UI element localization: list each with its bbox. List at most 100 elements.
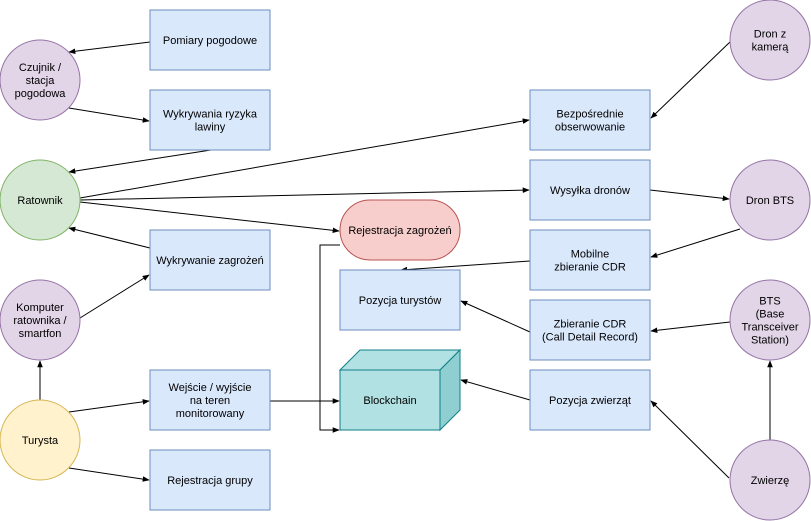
process-wykrywanie-zagrozen[interactable]: Wykrywanie zagrożeń: [149, 229, 271, 291]
blockchain-front-face: [339, 369, 441, 431]
process-pozycja-turystow-label-line: Pozycja turystów: [359, 295, 442, 307]
process-wejscie-label-line: Wejście / wyjście: [169, 382, 252, 394]
edge-zwierze-to-pozycja-zwierzat: [650, 400, 730, 479]
actor-dron-bts-label-line: Dron BTS: [746, 195, 794, 207]
actor-dron-kamera-label-line: Dron z: [754, 29, 786, 41]
edge-dronkamera-to-bezposrednie: [650, 40, 732, 119]
actor-bts-label-line: BTS: [759, 296, 780, 308]
actor-dron-bts[interactable]: Dron BTS: [729, 159, 811, 241]
edge-komputer-to-wykrywanie: [79, 274, 150, 319]
process-wysylka[interactable]: Wysyłka dronów: [529, 159, 651, 221]
actor-circle: [0, 279, 81, 361]
edge-pomiary-to-czujnik: [68, 41, 151, 55]
edge-czujnik-to-wykrywania: [68, 107, 150, 123]
actor-czujnik-label-line: pogodowa: [15, 88, 67, 100]
actor-bts-label-line: (Base: [756, 309, 785, 321]
actor-ratownik-label-line: Ratownik: [17, 195, 63, 207]
edges-layer: [37, 40, 773, 482]
process-box: [529, 89, 651, 151]
actor-turysta-label-line: Turysta: [22, 435, 59, 447]
process-wykrywanie-zagrozen-label-line: Wykrywanie zagrożeń: [156, 255, 264, 267]
blockchain-top-face: [338, 349, 462, 371]
blockchain-label-line: Blockchain: [363, 395, 416, 407]
process-zbieranie-cdr-label-line: (Call Detail Record): [542, 332, 638, 344]
edge-wykrywania-to-ratownik: [68, 149, 212, 174]
process-box: [149, 9, 271, 71]
edge-dronbts-to-mobilne: [650, 228, 741, 258]
process-bezposrednie-label-line: Bezpośrednie: [556, 109, 623, 121]
actor-bts-label-line: Station): [751, 335, 789, 347]
actor-zwierze[interactable]: Zwierzę: [729, 439, 811, 521]
process-pozycja-zwierzat[interactable]: Pozycja zwierząt: [529, 369, 651, 431]
actor-circle: [729, 279, 811, 361]
process-wysylka-label-line: Wysyłka dronów: [550, 185, 630, 197]
actor-dron-kamera-label-line: kamerą: [752, 42, 790, 54]
rejestracja-zagrozen[interactable]: Rejestracja zagrożeń: [339, 199, 461, 261]
process-box: [529, 159, 651, 221]
process-rejestracja-grupy[interactable]: Rejestracja grupy: [149, 449, 271, 511]
edge-zbieranie-to-pozycja-turystow: [460, 300, 531, 333]
process-mobilne-cdr-label-line: Mobilne: [571, 249, 610, 261]
actor-komputer-label-line: Komputer: [16, 302, 64, 314]
process-box: [149, 89, 271, 151]
process-box: [529, 229, 651, 291]
process-box: [529, 369, 651, 431]
edge-mobilne-to-pozycja-turystow: [400, 260, 531, 273]
actor-ratownik[interactable]: Ratownik: [0, 159, 81, 241]
actor-circle: [0, 399, 81, 481]
actor-circle: [0, 159, 81, 241]
process-pomiary[interactable]: Pomiary pogodowe: [149, 9, 271, 71]
process-box: [149, 449, 271, 511]
process-wejscie-label-line: monitorowany: [176, 408, 245, 420]
process-pozycja-zwierzat-label-line: Pozycja zwierząt: [549, 395, 631, 407]
process-pozycja-turystow[interactable]: Pozycja turystów: [339, 269, 461, 331]
edge-wysylka-to-dronbts: [649, 189, 730, 202]
process-wykrywania-ryzyka-label-line: Wykrywania ryzyka: [163, 109, 258, 121]
process-rejestracja-grupy-label-line: Rejestracja grupy: [167, 475, 253, 487]
actor-turysta[interactable]: Turysta: [0, 399, 81, 481]
process-pomiary-label-line: Pomiary pogodowe: [163, 35, 257, 47]
actor-komputer-label-line: ratownika /: [13, 315, 67, 327]
actor-circle: [729, 439, 811, 521]
edge-turysta-to-wejscie: [68, 399, 150, 413]
edge-ratownik-to-wysylka: [79, 187, 530, 201]
edge-bts-to-zbieranie: [650, 321, 731, 334]
blockchain-cube[interactable]: Blockchain: [338, 348, 462, 432]
actor-zwierze-label-line: Zwierzę: [751, 475, 790, 487]
process-zbieranie-cdr-label-line: Zbieranie CDR: [554, 319, 627, 331]
process-zbieranie-cdr[interactable]: Zbieranie CDR(Call Detail Record): [529, 299, 651, 361]
process-mobilne-cdr-label-line: zbieranie CDR: [554, 262, 626, 274]
rejestracja-zagrozen-label-line: Rejestracja zagrożeń: [348, 225, 451, 237]
edge-ratownik-to-bezposrednie: [79, 118, 530, 199]
process-box: [339, 269, 461, 331]
actor-czujnik-label-line: stacja: [26, 75, 56, 87]
edge-wykrywanie-to-ratownik: [68, 226, 151, 249]
rejestracja-zagrozen-shape: [339, 199, 461, 261]
actor-circle: [0, 39, 81, 121]
process-box: [529, 299, 651, 361]
actor-bts-label-line: Transceiver: [741, 322, 798, 334]
process-bezposrednie-label-line: obserwowanie: [555, 122, 625, 134]
process-wykrywania-ryzyka-label-line: lawiny: [195, 122, 226, 134]
actor-circle: [729, 0, 811, 81]
edge-rejestracja-to-blockchain: [319, 244, 340, 433]
actor-komputer-label-line: smartfon: [19, 328, 62, 340]
process-wejscie-label-line: na teren: [190, 395, 230, 407]
actor-czujnik-label-line: Czujnik /: [19, 62, 62, 74]
edge-ratownik-to-rejestracja: [79, 201, 340, 234]
process-box: [149, 369, 271, 431]
process-box: [149, 229, 271, 291]
actor-circle: [729, 159, 811, 241]
edge-turysta-to-rejestracja-grupy: [68, 467, 150, 482]
